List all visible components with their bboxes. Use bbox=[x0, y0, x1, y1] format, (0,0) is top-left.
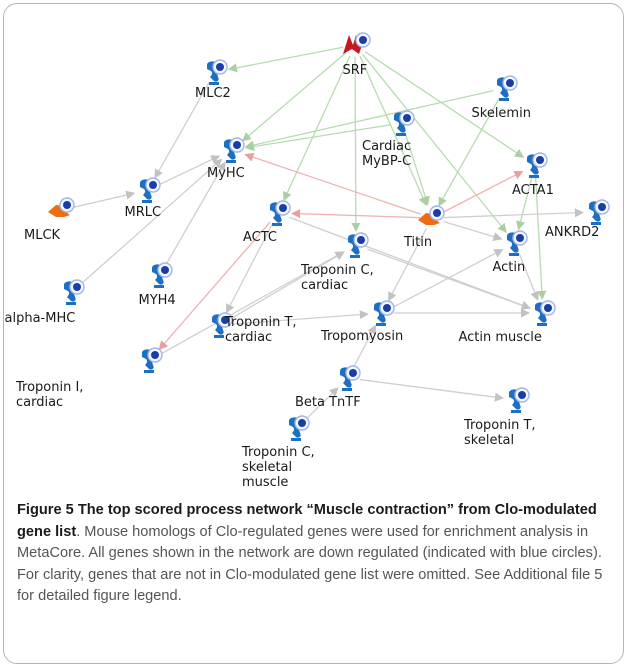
gene-icon bbox=[507, 230, 528, 256]
node-label-ACTC: ACTC bbox=[243, 230, 277, 245]
edge-Titin-to-MyHC bbox=[244, 152, 421, 215]
edge-SRF-to-TroponinCcardiac bbox=[351, 56, 361, 232]
node-label-TroponinIcardiac: Troponin I, cardiac bbox=[16, 380, 84, 410]
node-label-ANKRD2: ANKRD2 bbox=[545, 225, 600, 240]
edge-TroponinTcardiac-to-TroponinCcardiac bbox=[230, 251, 345, 320]
edge-Skelemin-to-MyHC bbox=[244, 90, 494, 150]
network-edges bbox=[73, 46, 584, 421]
edge-ACTC-to-ActinMuscle bbox=[288, 216, 531, 310]
node-label-CardiacMyBPC: Cardiac MyBP-C bbox=[362, 139, 412, 169]
network-diagram bbox=[48, 32, 610, 441]
edge-MLCK-to-MRLC bbox=[73, 190, 136, 208]
node-label-TroponinTcardiac: Troponin T, cardiac bbox=[225, 315, 297, 345]
gene-icon bbox=[340, 365, 361, 391]
gene-icon bbox=[589, 199, 610, 225]
gene-icon bbox=[348, 232, 369, 258]
edge-SRF-to-Titin bbox=[359, 55, 428, 207]
edge-Titin-to-Tropomyosin bbox=[387, 228, 427, 302]
node-label-Skelemin: Skelemin bbox=[471, 106, 531, 121]
node-label-SRF: SRF bbox=[342, 63, 368, 78]
node-label-ActinMuscle: Actin muscle bbox=[458, 330, 542, 345]
edge-Actin-to-ActinMuscle bbox=[518, 253, 539, 301]
edge-ACTA1-to-Actin bbox=[516, 176, 533, 231]
node-label-alphaMHC: alpha-MHC bbox=[4, 311, 76, 326]
edge-SRF-to-ACTA1 bbox=[364, 51, 525, 158]
gene-icon bbox=[535, 300, 556, 326]
edge-MYH4-to-MyHC bbox=[165, 161, 226, 265]
edge-SRF-to-MLC2 bbox=[227, 46, 344, 73]
caption-body: . Mouse homologs of Clo-regulated genes … bbox=[17, 523, 603, 605]
node-label-BetaTnTF: Beta TnTF bbox=[295, 395, 361, 410]
edge-TroponinTcardiac-to-Tropomyosin bbox=[231, 310, 369, 325]
node-label-MyHC: MyHC bbox=[207, 166, 245, 181]
caption-title: Figure 5 The top scored process network … bbox=[17, 502, 597, 540]
node-label-Titin: Titin bbox=[404, 235, 433, 250]
gene-icon bbox=[509, 387, 530, 413]
node-label-MYH4: MYH4 bbox=[138, 293, 176, 308]
edge-alphaMHC-to-MyHC bbox=[80, 158, 223, 285]
edge-ACTC-to-TroponinIcardiac bbox=[158, 221, 271, 351]
edge-SRF-to-MyHC bbox=[241, 52, 347, 142]
transcription-factor-icon bbox=[343, 32, 371, 54]
node-label-MLCK: MLCK bbox=[24, 228, 61, 243]
node-label-ACTA1: ACTA1 bbox=[512, 183, 554, 198]
edge-TroponinCskeletal-to-BetaTnTF bbox=[305, 387, 339, 421]
gene-icon bbox=[527, 152, 548, 178]
gene-icon bbox=[289, 415, 310, 441]
edge-Skelemin-to-Titin bbox=[438, 98, 500, 207]
edge-MRLC-to-MyHC bbox=[158, 155, 221, 186]
gene-icon bbox=[207, 59, 228, 85]
gene-icon bbox=[140, 177, 161, 203]
edge-Titin-to-ANKRD2 bbox=[443, 208, 584, 219]
edge-Titin-to-ACTC bbox=[291, 209, 421, 219]
gene-icon bbox=[64, 279, 85, 305]
gene-icon bbox=[497, 75, 518, 101]
edge-ACTA1-to-ActinMuscle bbox=[534, 176, 547, 300]
kinase-icon bbox=[418, 205, 445, 225]
edge-TroponinIcardiac-to-TroponinCcardiac bbox=[160, 251, 345, 355]
node-label-Tropomyosin: Tropomyosin bbox=[321, 329, 404, 344]
node-label-TroponinCskeletal: Troponin C, skeletal muscle bbox=[242, 445, 315, 490]
figure-caption: Figure 5 The top scored process network … bbox=[17, 500, 615, 608]
edge-BetaTnTF-to-Tropomyosin bbox=[352, 324, 377, 368]
edge-ACTC-to-TroponinTcardiac bbox=[225, 223, 274, 314]
gene-icon bbox=[212, 312, 233, 338]
edge-CardiacMyBPC-to-Titin bbox=[404, 134, 430, 206]
gene-icon bbox=[394, 110, 415, 136]
edge-MLC2-to-MRLC bbox=[154, 82, 210, 179]
node-label-MLC2: MLC2 bbox=[195, 86, 231, 101]
edge-CardiacMyBPC-to-MyHC bbox=[244, 124, 391, 152]
gene-icon bbox=[224, 137, 245, 163]
edge-SRF-to-ACTC bbox=[283, 55, 351, 202]
node-label-MRLC: MRLC bbox=[124, 205, 162, 220]
gene-icon bbox=[374, 300, 395, 326]
edge-Titin-to-Actin bbox=[443, 220, 503, 241]
node-label-TroponinCcardiac: Troponin C, cardiac bbox=[301, 263, 374, 293]
gene-icon bbox=[270, 200, 291, 226]
edge-SRF-to-Actin bbox=[362, 53, 507, 233]
edge-BetaTnTF-to-TroponinTskeletal bbox=[359, 378, 505, 402]
gene-icon bbox=[142, 347, 163, 373]
node-label-TroponinTskeletal: Troponin T, skeletal bbox=[464, 418, 536, 448]
node-label-Actin: Actin bbox=[492, 260, 526, 275]
edge-Titin-to-ACTA1 bbox=[442, 170, 524, 214]
kinase-icon bbox=[48, 197, 75, 217]
figure-panel bbox=[3, 3, 624, 664]
gene-icon bbox=[152, 262, 173, 288]
edge-Tropomyosin-to-Actin bbox=[392, 248, 504, 308]
